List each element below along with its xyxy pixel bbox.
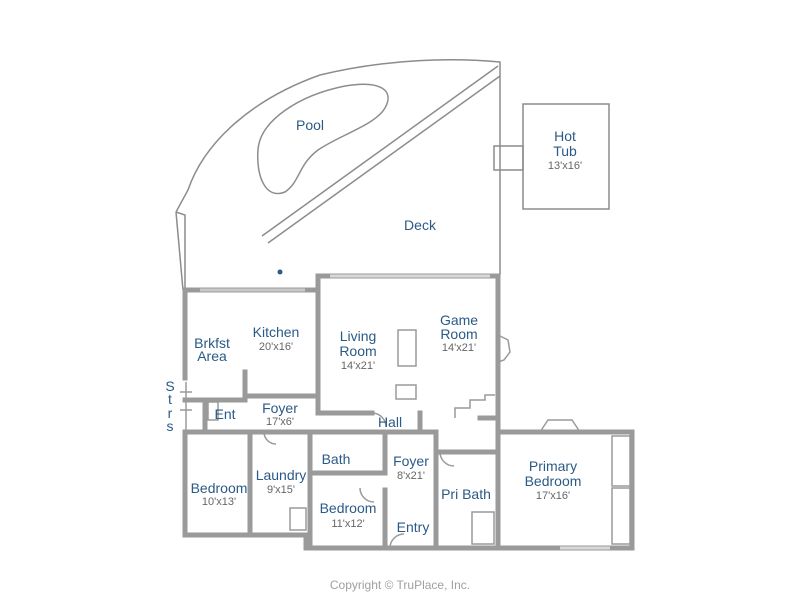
bathtub [471,511,495,545]
exterior-wall [182,397,208,435]
bedroom-west-label: Bedroom [191,480,248,496]
game-room-label: Game [440,312,478,328]
stairs-rail [180,382,192,430]
vanity [289,507,307,531]
door-swing [359,487,375,503]
pool-shape [256,83,389,195]
hall-label: Hall [378,414,402,430]
stairs [454,394,495,418]
interior-wall [307,433,388,476]
living-room-dim: 14'x21' [341,360,375,372]
deck-outline [175,59,501,291]
kitchen-label: Kitchen [253,324,300,340]
brkfst-label: Area [197,348,227,364]
closet [611,435,631,487]
living-room-label: Room [339,343,376,359]
stairs-label-char: S [165,378,174,394]
bedroom-center-dim: 11'x12' [331,518,364,530]
pool-light [277,269,283,275]
foyer-center-label: Foyer [393,453,429,469]
entry-label: Entry [397,519,430,535]
dining-table [397,329,417,367]
pool-label: Pool [296,117,324,133]
copyright-text: Copyright © TruPlace, Inc. [329,578,471,592]
hot-tub-dim: 13'x16' [548,160,582,172]
pri-bath-label: Pri Bath [441,486,491,502]
hot-tub-label: Hot [554,128,576,144]
hot-tub-step [493,145,524,171]
game-room-label: Room [440,326,477,342]
laundry-label: Laundry [256,467,307,483]
island [395,384,417,400]
foyer-center-dim: 8'x21' [397,470,425,482]
bedroom-west-dim: 10'x13' [202,496,236,508]
door-swing [371,412,387,428]
kitchen-dim: 20'x16' [259,341,293,353]
hot-tub-label: Tub [553,143,577,159]
laundry-dim: 9'x15' [267,484,295,496]
deck-board-line [261,65,499,237]
stairs-label-char: s [167,418,174,434]
primary-bedroom-dim: 17'x16' [536,490,570,502]
deck-label: Deck [404,217,437,233]
living-room-label: Living [340,328,377,344]
game-room-dim: 14'x21' [442,342,476,354]
primary-bedroom-label: Primary [529,458,577,474]
door-swing [389,533,405,549]
brkfst-label: Brkfst [194,335,230,351]
foyer-west-label: Foyer [262,400,298,416]
ent-label: Ent [214,406,235,422]
stairs-label-char: t [168,391,172,407]
primary-bedroom-label: Bedroom [525,473,582,489]
interior-wall [315,397,375,416]
bay-window [497,334,511,363]
island [207,401,219,421]
closet [611,487,631,545]
door-swing [439,451,455,467]
door-swing [263,431,277,445]
foyer-west-dim: 17'x6' [266,416,294,428]
deck-board-line [267,75,501,244]
bedroom-center-label: Bedroom [320,500,377,516]
bay-window [539,419,581,433]
bath-label: Bath [322,451,351,467]
stairs-label-char: r [168,405,173,421]
